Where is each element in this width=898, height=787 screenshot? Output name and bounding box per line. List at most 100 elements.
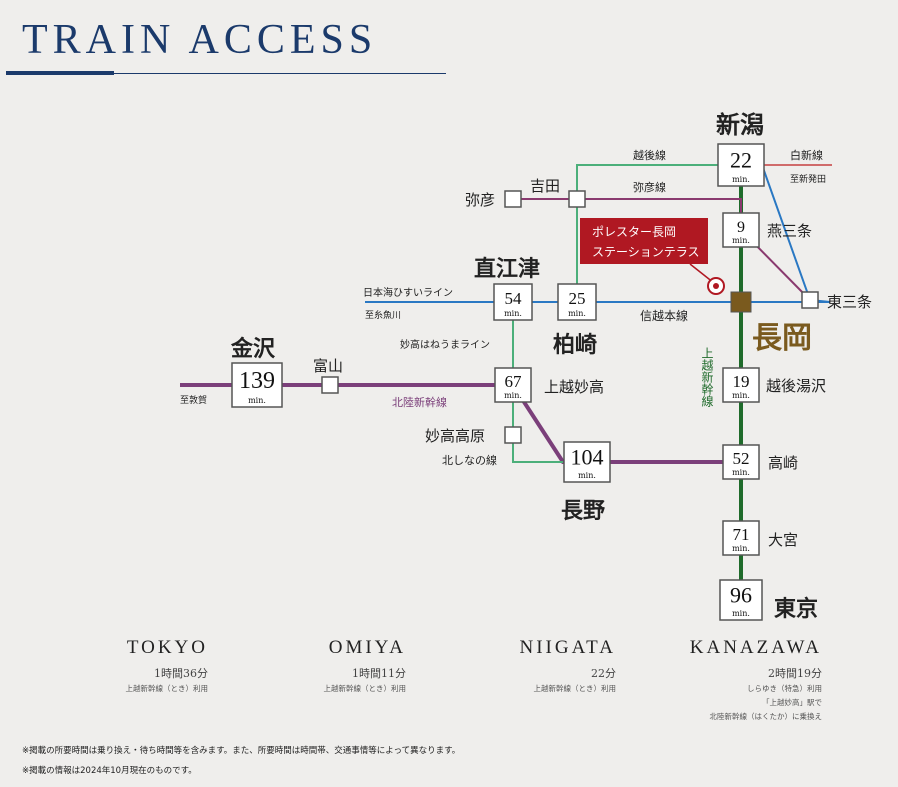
tsuruga-label: 至敦賀 [180,394,207,406]
destination-note: 「上越妙高」駅で [762,698,822,707]
joetsu-myoko-minutes-unit: min. [504,391,522,400]
itoigawa-label: 至糸魚川 [365,309,401,321]
kashiwazaki-station-name: 柏崎 [553,332,597,358]
destination-time: 1時間36分 [154,667,208,680]
shibata-label: 至新発田 [790,173,826,185]
kanazawa-minutes: 139 [239,368,275,394]
echigo-line [576,164,741,302]
destination-name: NIIGATA [519,637,616,658]
nihonkai-line-label: 日本海ひすいライン [363,286,453,299]
property-name-line2: ステーションテラス [592,245,700,259]
nagaoka-station[interactable] [730,291,752,313]
hokuriku-shinkansen-line [180,383,740,464]
tokyo-station-name: 東京 [774,596,818,622]
tsubame-minutes: 9 [737,219,745,236]
tokyo-station-box[interactable] [719,579,763,621]
kashiwazaki-minutes: 25 [569,289,586,308]
nagaoka-station-name: 長岡 [752,321,812,356]
myoko-kogen-station-name: 妙高高原 [425,427,485,445]
destination-name: TOKYO [126,637,208,658]
joetsu-myoko-minutes: 67 [505,372,523,391]
takasaki-station-box[interactable] [722,444,760,480]
tsubame-station-box[interactable] [722,212,760,248]
destination-tokyo: TOKYO 1時間36分上越新幹線（とき）利用 [88,637,209,695]
kanazawa-station-box[interactable] [231,362,283,408]
nagano-station-box[interactable] [563,441,611,483]
shinetsu-line-label: 信越本線 [640,308,688,323]
takasaki-station-name: 高崎 [768,454,798,472]
omiya-minutes-unit: min. [732,544,750,553]
nagano-station-name: 長野 [561,498,605,524]
destination-note: 上越新幹線（とき）利用 [533,684,617,693]
naoetsu-minutes: 54 [505,289,523,308]
naoetsu-station-box[interactable] [493,283,533,321]
yoshida-station[interactable] [568,190,586,208]
page-title: TRAIN ACCESS [22,17,378,63]
joetsu-myoko-station-name: 上越妙高 [544,378,604,396]
hokuriku-line-label: 北陸新幹線 [392,395,447,409]
title-underline-thin [114,73,446,74]
myoko-kogen-station[interactable] [504,426,522,444]
omiya-station-box[interactable] [722,520,760,556]
joetsu-shinkansen-label: 上越新幹線 [700,347,714,407]
naoetsu-station-name: 直江津 [474,256,540,282]
destination-name: OMIYA [328,637,406,658]
omiya-station-name: 大宮 [768,531,798,549]
naoetsu-minutes-unit: min. [504,309,522,318]
property-location-dot [713,283,719,289]
destination-time: 2時間19分 [768,667,822,680]
omiya-minutes: 71 [733,525,750,544]
footnote-1: ※掲載の所要時間は乗り換え・待ち時間等を含みます。また、所要時間は時間帯、交通事… [22,746,461,756]
niigata-minutes: 22 [730,148,752,173]
destination-note: 北陸新幹線（はくたか）に乗換え [709,712,823,721]
myoko-haneuma-label: 妙高はねうまライン [400,338,490,351]
niigata-minutes-unit: min. [732,175,750,184]
kashiwazaki-station-box[interactable] [557,283,597,321]
higashi-sanjo-station[interactable] [801,291,819,309]
destination-kanazawa: KANAZAWA 2時間19分しらゆき（特急）利用「上越妙高」駅で北陸新幹線（はく… [660,637,822,723]
property-label-box[interactable] [580,218,708,264]
joetsu-myoko-station-box[interactable] [494,367,532,403]
higashi-sanjo-station-name: 東三条 [827,293,872,311]
yahiko-station-name: 弥彦 [465,191,495,209]
nagano-minutes-unit: min. [578,471,596,480]
kanazawa-station-name: 金沢 [230,336,276,362]
takasaki-minutes: 52 [733,449,750,468]
kita-shinano-label: 北しなの線 [442,453,497,467]
kanazawa-minutes-unit: min. [248,396,266,405]
niigata-station-box[interactable] [717,143,765,187]
yahiko-line-label: 弥彦線 [633,180,666,194]
destination-time: 1時間11分 [352,667,406,680]
tsubame-station-name: 燕三条 [767,222,812,240]
kashiwazaki-minutes-unit: min. [568,309,586,318]
yahiko-station[interactable] [504,190,522,208]
niigata-station-name: 新潟 [716,110,764,139]
echigo-line-label: 越後線 [633,148,666,162]
echigo-yuzawa-minutes: 19 [733,372,750,391]
yoshida-station-name: 吉田 [530,177,560,195]
footnote-2: ※掲載の情報は2024年10月現在のものです。 [22,766,197,776]
property-name-line1: ポレスター長岡 [592,225,676,239]
tokyo-minutes: 96 [730,583,752,608]
destination-time: 22分 [591,667,616,680]
tsubame-minutes-unit: min. [732,236,750,245]
takasaki-minutes-unit: min. [732,468,750,477]
tokyo-minutes-unit: min. [732,609,750,618]
destination-niigata: NIIGATA 22分上越新幹線（とき）利用 [476,637,616,695]
shinetsu-main-line [365,164,831,303]
title-underline-thick [6,71,114,75]
echigo-yuzawa-station-box[interactable] [722,367,760,403]
destination-omiya: OMIYA 1時間11分上越新幹線（とき）利用 [286,637,407,695]
destination-note: 上越新幹線（とき）利用 [323,684,407,693]
nagano-minutes: 104 [571,445,604,470]
hakushin-line-label: 白新線 [790,148,823,162]
destination-note: 上越新幹線（とき）利用 [125,684,209,693]
destination-name: KANAZAWA [689,637,822,658]
toyama-station-name: 富山 [313,357,343,375]
myoko-haneuma-line [512,302,563,463]
echigo-yuzawa-station-name: 越後湯沢 [766,377,826,395]
echigo-yuzawa-minutes-unit: min. [732,391,750,400]
toyama-station[interactable] [321,376,339,394]
destination-note: しらゆき（特急）利用 [747,684,822,693]
